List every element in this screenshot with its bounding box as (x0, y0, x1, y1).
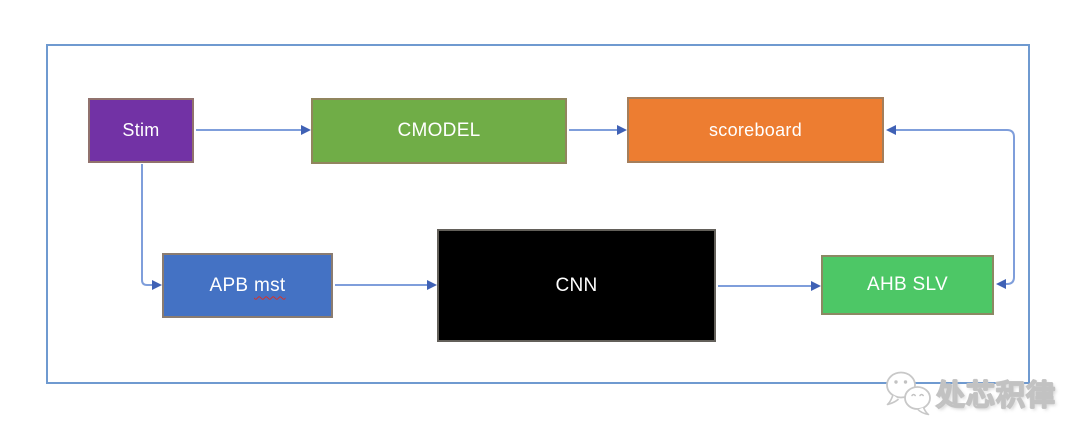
node-apb-mst-label: APB mst (209, 275, 285, 297)
node-stim-label: Stim (122, 120, 160, 140)
node-scoreboard-label: scoreboard (708, 119, 803, 140)
node-cnn-label: CNN (555, 274, 598, 296)
watermark-text: 处芯积律 (935, 379, 1057, 412)
wechat-icon (886, 371, 931, 416)
node-cmodel-label: CMODEL (397, 120, 481, 141)
node-apb-mst-label-misspelled: mst (254, 274, 286, 296)
node-apb-mst: APB mst (162, 253, 333, 318)
node-stim: Stim (88, 98, 194, 163)
node-apb-mst-label-prefix: APB (209, 274, 249, 296)
node-cnn: CNN (437, 229, 716, 342)
node-ahb-slv-label: AHB SLV (867, 274, 948, 295)
node-ahb-slv: AHB SLV (821, 255, 994, 315)
watermark: 处芯积律 (884, 370, 1056, 416)
diagram-frame (46, 44, 1030, 384)
node-scoreboard: scoreboard (627, 97, 884, 163)
node-cmodel: CMODEL (311, 98, 567, 164)
